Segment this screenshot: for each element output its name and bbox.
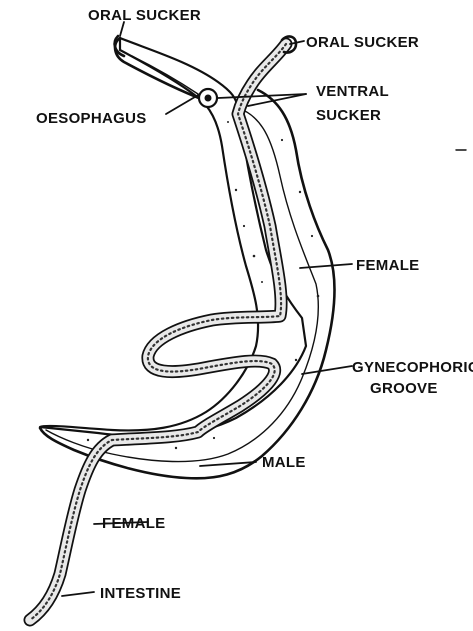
male-worm — [40, 38, 335, 478]
leader-oesophagus — [166, 94, 200, 114]
label-oral-sucker-right: ORAL SUCKER — [306, 34, 419, 51]
label-gynecophoric-line2: GROOVE — [370, 380, 438, 397]
label-female-upper: FEMALE — [356, 257, 419, 274]
label-oral-sucker-left: ORAL SUCKER — [88, 7, 201, 24]
label-oesophagus: OESOPHAGUS — [36, 110, 147, 127]
label-female-lower: FEMALE — [102, 515, 165, 532]
label-ventral-sucker-line2: SUCKER — [316, 107, 381, 124]
label-male: MALE — [262, 454, 306, 471]
label-gynecophoric-line1: GYNECOPHORIC — [352, 359, 473, 376]
leader-oral-sucker-left — [120, 22, 124, 36]
ventral-sucker — [199, 89, 217, 107]
leader-intestine — [62, 592, 94, 596]
ventral-sucker-center — [205, 95, 212, 102]
leader-gynecophoric — [302, 366, 352, 374]
label-ventral-sucker-line1: VENTRAL — [316, 83, 389, 100]
label-intestine: INTESTINE — [100, 585, 181, 602]
